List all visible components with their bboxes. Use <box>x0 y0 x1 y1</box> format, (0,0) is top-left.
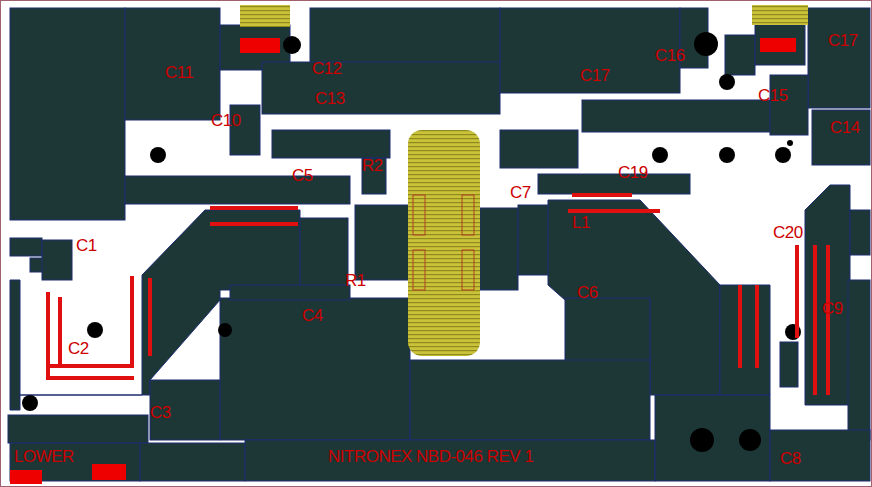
part-label: C9 <box>822 300 843 318</box>
part-label: C7 <box>510 184 531 202</box>
part-label: R1 <box>345 272 366 290</box>
part-label: C6 <box>577 284 598 302</box>
part-label: C19 <box>618 164 648 182</box>
part-label: C20 <box>773 224 803 242</box>
part-label: C10 <box>211 112 241 130</box>
part-label: R2 <box>362 157 383 175</box>
part-label: C1 <box>76 237 97 255</box>
part-label: C17 <box>580 67 610 85</box>
part-label: C4 <box>302 307 323 325</box>
part-label: C13 <box>315 90 345 108</box>
part-label: L1 <box>572 214 590 232</box>
part-label: C2 <box>68 340 89 358</box>
part-label: C5 <box>292 167 313 185</box>
part-label: C14 <box>830 119 860 137</box>
part-label: C11 <box>165 64 193 82</box>
part-label: C3 <box>150 404 171 422</box>
part-label: C12 <box>312 60 342 78</box>
part-label: C15 <box>758 87 788 105</box>
part-label: C16 <box>655 47 685 65</box>
board-marking: NITRONEX NBD-046 REV 1 <box>328 448 533 466</box>
part-label: LOWER <box>14 448 74 466</box>
part-label: C17 <box>828 32 858 50</box>
part-label: C8 <box>780 450 801 468</box>
